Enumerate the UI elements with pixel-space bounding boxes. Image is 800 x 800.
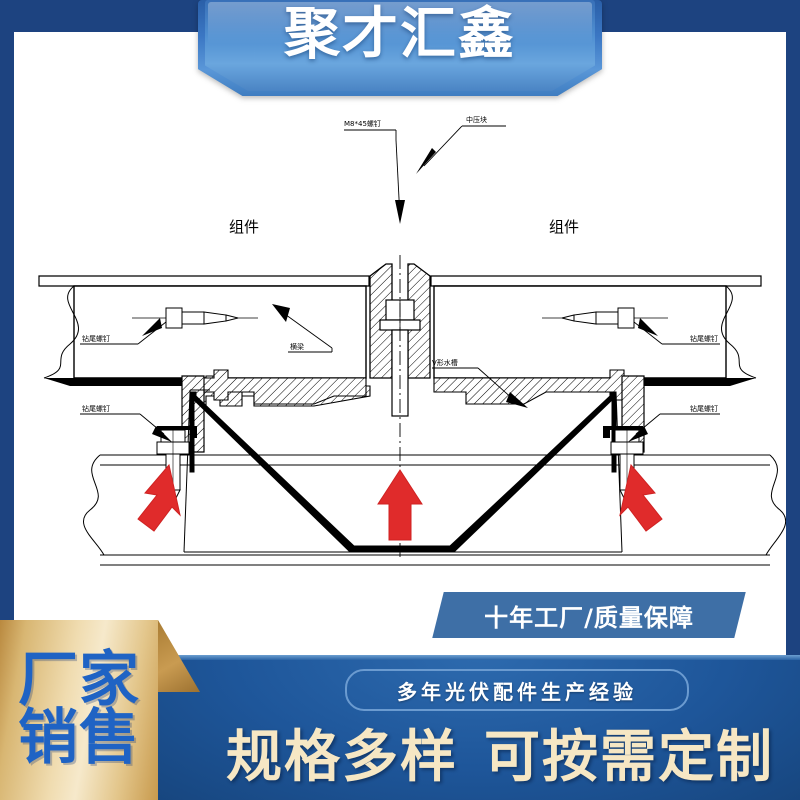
frame-left-border (0, 0, 14, 800)
label-screw-m8: M8*45螺钉 (344, 119, 381, 128)
arrow-right (619, 463, 663, 532)
technical-diagram: M8*45螺钉 中压块 组件 组件 横梁 V形水槽 钻尾螺钉 钻尾螺钉 钻尾螺钉… (14, 100, 786, 600)
label-drill-screw-lower-right: 钻尾螺钉 (690, 404, 718, 413)
brand-title: 聚才汇鑫 (284, 2, 516, 67)
label-module-left: 组件 (229, 218, 259, 236)
headline-right: 可按需定制 (484, 724, 774, 790)
ribbon-inner (205, 0, 595, 91)
experience-pill: 多年光伏配件生产经验 (345, 669, 689, 711)
gold-box-text: 厂家 销售 (0, 620, 158, 800)
ribbon-gloss (208, 2, 592, 45)
gold-line-2: 销售 (18, 703, 140, 773)
label-module-right: 组件 (549, 218, 579, 236)
bottom-panel-top-edge (158, 655, 800, 660)
label-drill-screw-lower-left: 钻尾螺钉 (82, 404, 110, 413)
gold-box: 厂家 销售 (0, 620, 158, 800)
label-v-gutter: V形水槽 (432, 358, 458, 367)
headline: 规格多样 可按需定制 (200, 712, 800, 792)
arrow-center (377, 469, 423, 541)
label-beam: 横梁 (290, 342, 304, 351)
headline-left: 规格多样 (226, 724, 458, 790)
arrow-left (137, 463, 181, 532)
frame-right-border (786, 0, 800, 800)
label-drill-screw-upper-right: 钻尾螺钉 (690, 334, 718, 343)
brand-ribbon: 聚才汇鑫 (198, 0, 602, 96)
quality-tag-label: 十年工厂/质量保障 (484, 603, 694, 632)
label-drill-screw-upper-left: 钻尾螺钉 (82, 334, 110, 343)
label-mid-clamp: 中压块 (466, 115, 487, 124)
bottom-blue-panel (158, 655, 800, 800)
gold-line-1: 厂家 (18, 645, 140, 716)
